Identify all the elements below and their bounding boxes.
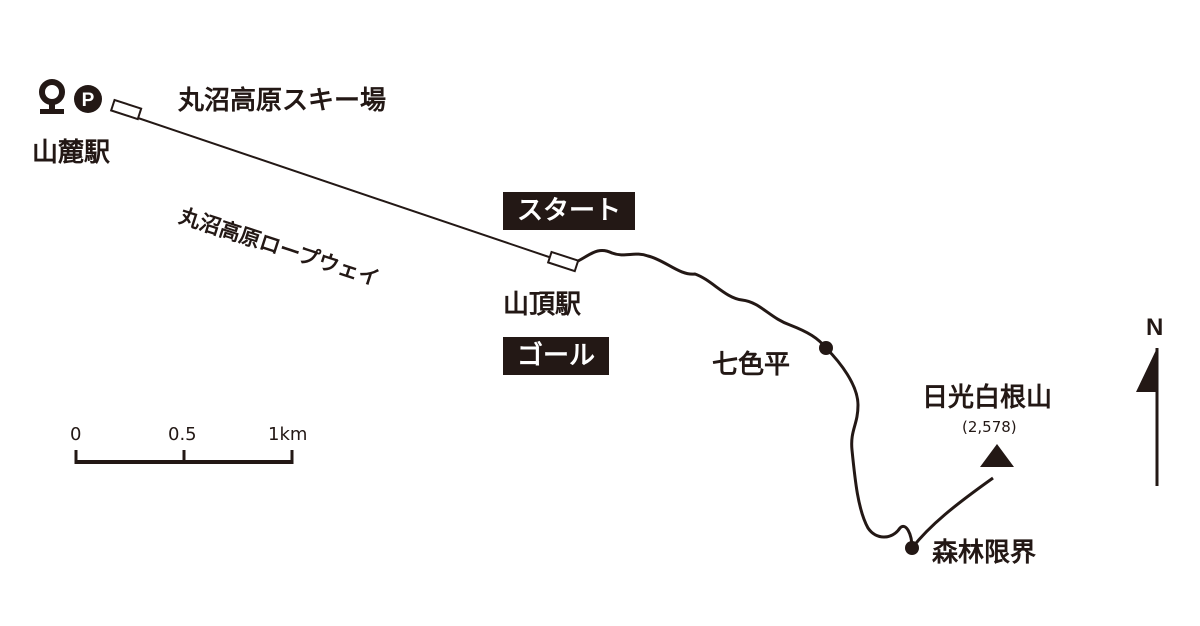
parking-icon: P [74, 85, 102, 113]
ropeway-line [137, 117, 553, 259]
base-station-marker [109, 98, 143, 121]
scale-tick-1km: 1km [268, 424, 308, 445]
north-label: N [1146, 314, 1164, 341]
shichiirodaira-label: 七色平 [712, 350, 791, 380]
start-badge: スタート [503, 192, 636, 230]
scale-bar [74, 450, 294, 464]
scale-tick-half: 0.5 [168, 424, 197, 445]
peak-elevation-label: (2,578) [962, 418, 1017, 436]
svg-text:P: P [82, 90, 95, 111]
hiking-trail [577, 248, 914, 549]
summit-station-label: 山頂駅 [503, 290, 582, 320]
peak-name-label: 日光白根山 [922, 383, 1053, 413]
north-arrow-icon [1136, 348, 1159, 486]
ski-area-label: 丸沼高原スキー場 [178, 86, 387, 116]
treeline-point [905, 541, 919, 555]
map-pin-icon [39, 79, 65, 114]
scale-tick-0: 0 [70, 424, 82, 445]
goal-badge: ゴール [503, 337, 610, 375]
peak-triangle-icon [980, 444, 1014, 467]
shichiirodaira-point [819, 341, 833, 355]
base-station-label: 山麓駅 [32, 138, 111, 168]
summit-station-marker [546, 250, 580, 273]
summit-trail [910, 476, 994, 549]
treeline-label: 森林限界 [932, 538, 1037, 568]
